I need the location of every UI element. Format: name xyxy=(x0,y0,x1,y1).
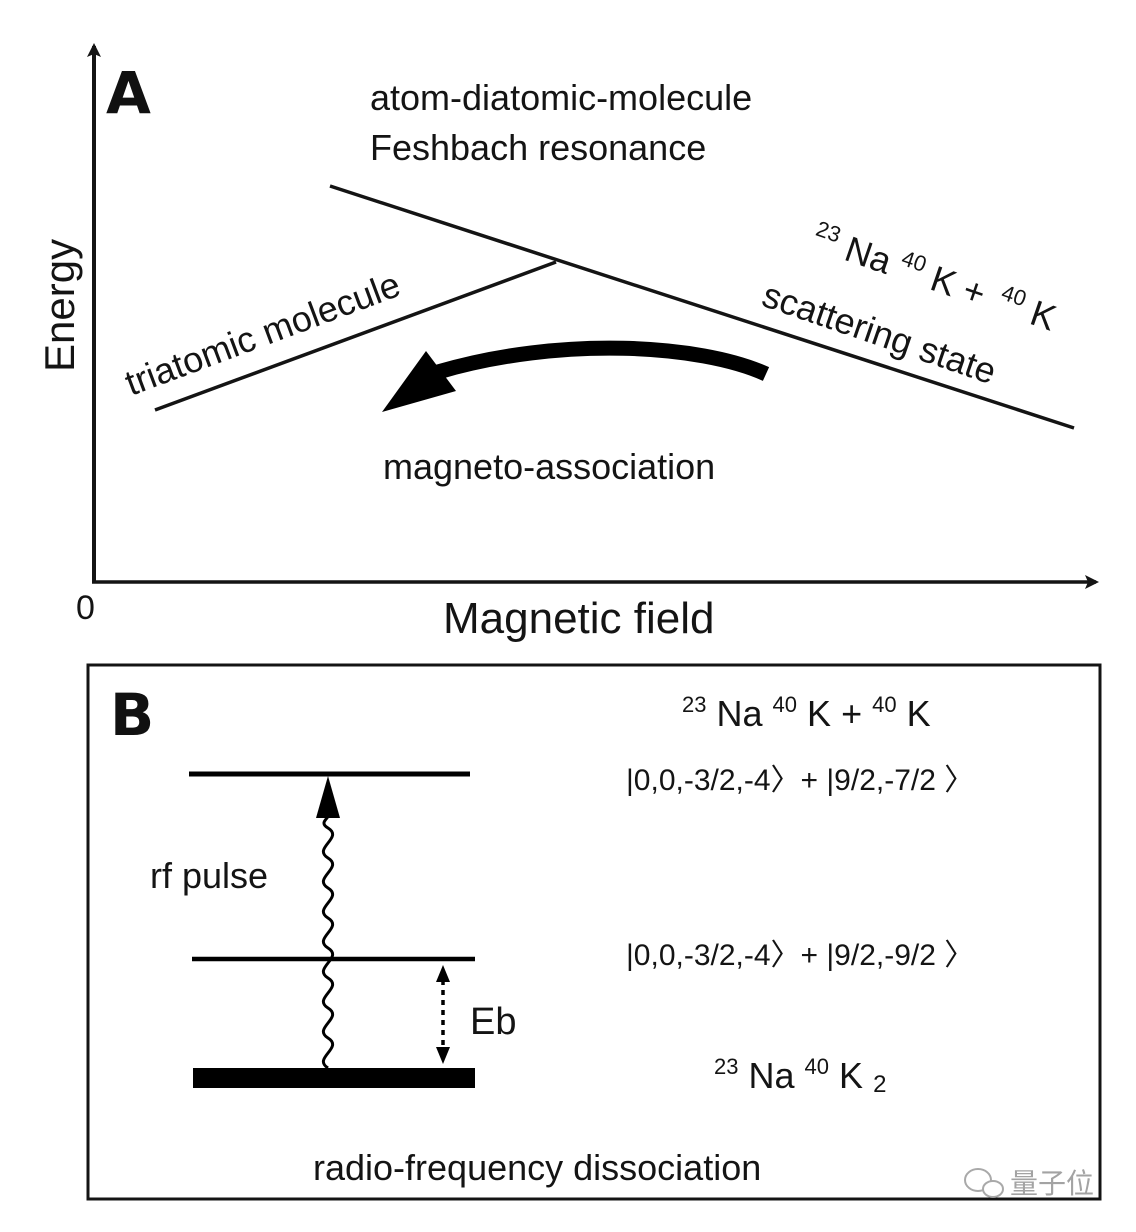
wechat-bubble-icon xyxy=(964,1168,1004,1198)
arrow-label: magneto-association xyxy=(383,446,715,487)
x-axis-label: Magnetic field xyxy=(443,594,714,643)
bottom-formula: 23 Na 40 K 2 xyxy=(714,1041,886,1098)
rf-label: rf pulse xyxy=(150,855,268,896)
y-axis-label: Energy xyxy=(36,239,83,372)
binding-arrow-down xyxy=(436,1047,450,1064)
element-na: Na xyxy=(717,693,764,734)
panel-a: A Energy Magnetic field 0 atom-diatomic-… xyxy=(36,43,1099,643)
mass-40-b: 40 xyxy=(872,692,896,717)
binding-energy-label: Eb xyxy=(470,1001,516,1043)
panel-b-letter: B xyxy=(110,681,154,749)
upper-state-label: |0,0,-3/2,-4〉+ |9/2,-7/2 〉 xyxy=(626,764,974,797)
element-na: Na xyxy=(749,1055,796,1096)
panel-b: B 23 Na 40 K + 40 K |0,0,-3/2,-4〉+ |9/2,… xyxy=(86,663,1102,1201)
panel-b-caption: radio-frequency dissociation xyxy=(313,1147,761,1188)
binding-arrow-up xyxy=(436,965,450,982)
top-formula: 23 Na 40 K + 40 K xyxy=(682,679,931,734)
mass-40: 40 xyxy=(773,692,797,717)
rf-arrow-head xyxy=(316,776,340,818)
scattering-state-line xyxy=(329,184,1075,430)
element-k: K xyxy=(839,1055,863,1096)
mass-23: 23 xyxy=(813,216,844,248)
plus-sign: + xyxy=(958,269,991,315)
element-na: Na xyxy=(840,228,898,282)
panel-b-frame xyxy=(86,663,1102,1201)
watermark: 量子位 xyxy=(964,1167,1094,1200)
plus-sign: + xyxy=(841,693,862,734)
mass-40: 40 xyxy=(805,1054,829,1079)
origin-label: 0 xyxy=(76,589,95,627)
molecule-ground-level xyxy=(193,1068,475,1088)
subscript-2: 2 xyxy=(873,1071,886,1098)
association-arrow-head xyxy=(382,351,456,412)
mass-40: 40 xyxy=(899,245,930,277)
resonance-title-line1: atom-diatomic-molecule xyxy=(370,77,752,118)
triatomic-molecule-line xyxy=(154,260,557,412)
watermark-text: 量子位 xyxy=(1010,1167,1094,1200)
mass-23: 23 xyxy=(682,692,706,717)
element-k-b: K xyxy=(907,693,931,734)
element-k: K xyxy=(926,258,962,305)
panel-a-letter: A xyxy=(106,59,151,127)
rf-wavy-arrow xyxy=(321,814,335,1070)
association-arrow-shaft xyxy=(435,340,770,381)
mass-23: 23 xyxy=(714,1054,738,1079)
element-k: K xyxy=(807,693,831,734)
mass-40-b: 40 xyxy=(998,280,1029,312)
resonance-title-line2: Feshbach resonance xyxy=(370,127,706,168)
middle-state-label: |0,0,-3/2,-4〉+ |9/2,-9/2 〉 xyxy=(626,939,974,972)
element-k-b: K xyxy=(1025,292,1061,339)
